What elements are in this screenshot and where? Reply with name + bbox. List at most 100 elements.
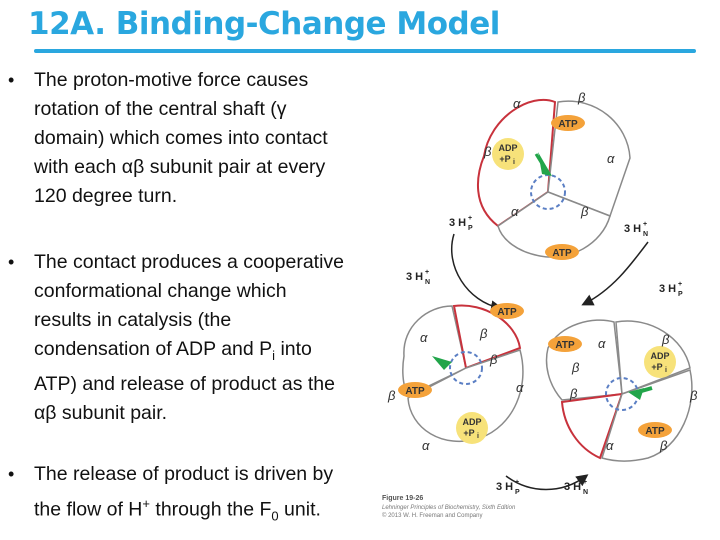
bullet-dot: • [8,464,15,484]
beta-label: β [577,90,586,105]
beta-label: β [479,326,488,341]
superscript-plus: + [142,496,150,511]
adp-label: ADP [462,417,481,427]
bullet-2-line-4-text: condensation of ADP and P [34,338,273,360]
proton-label-mid-right: 3 H + P [659,281,683,298]
proton-label-bottom-left: 3 H + P [496,479,520,496]
pi-label: +P [499,154,510,164]
beta-label: β [483,144,492,159]
subscript-0: 0 [271,508,279,524]
bullet-3-line-2-a: the flow of H [34,498,143,521]
title-underline [34,49,696,53]
alpha-label: α [607,151,615,166]
adp-label: ADP [498,143,517,153]
atp-label: ATP [405,386,425,397]
bottom-curved-arrow [505,474,589,491]
beta-label: β [387,388,396,403]
beta-label: β [489,352,498,367]
beta-label: β [580,204,589,219]
proton-label-top-left: 3 H + P [449,215,473,232]
green-arrow [538,152,552,176]
adp-badge [492,138,524,170]
bullet-3-line-2-c: unit. [278,498,321,521]
bullet-2-line-3: results in catalysis (the [34,309,232,331]
figure-caption-line-1: Lehninger Principles of Biochemistry, Si… [382,505,516,511]
right-lobe-a [545,319,623,401]
top-atp-synthase: ATP ADP +P i α β β α α β [476,90,631,258]
bullet-3-line-1: The release of product is driven by [34,463,334,485]
proton-label-bottom-right: 3 H + N [564,479,588,496]
beta-label: β [689,388,698,403]
bullet-dot: • [8,252,15,272]
adp-label: ADP [650,351,669,361]
figure-caption-title: Figure 19-26 [382,495,423,502]
bullet-3-line-2-b: through the F [149,498,272,521]
right-atp-synthase: ATP ATP ADP +P i α β β β β α β [545,319,698,462]
gamma-shaft [449,351,483,385]
proton-label-mid-left: 3 H + N [406,269,430,286]
proton-label-top-right: 3 H + N [624,221,648,238]
proton-sup: + [425,269,429,276]
subscript-i: i [272,347,276,363]
proton-sup: + [643,221,647,228]
beta-label: β [659,438,668,453]
atp-label: ATP [552,248,572,259]
proton-text: 3 H [624,223,641,235]
bullet-2-line-6: αβ subunit pair. [34,401,168,424]
bullet-2-line-5: ATP) and release of product as the [34,372,335,395]
alpha-label: α [606,438,614,453]
bullet-1-line-2: rotation of the central shaft (γ [34,98,287,120]
proton-sub: P [468,225,473,232]
proton-text: 3 H [496,481,513,493]
bullet-2-text: The contact produces a cooperative confo… [34,248,404,428]
alpha-label: α [598,336,606,351]
pi-subscript: i [513,159,515,166]
atp-badge [548,336,582,352]
bullet-1-line-5: 120 degree turn. [34,185,178,207]
proton-sub: N [425,279,430,286]
bullet-2-line-4-tail: into [275,338,312,360]
bullet-1-line-1: The proton-motive force causes [34,69,309,91]
bullet-3-text: The release of product is driven by the … [34,460,404,530]
bullet-2-line-1: The contact produces a cooperative [34,251,345,273]
atp-label: ATP [497,307,517,318]
pi-label: +P [651,362,662,372]
proton-text: 3 H [659,283,676,295]
atp-badge [638,422,672,438]
adp-badge [644,346,676,378]
proton-sup: + [515,479,519,486]
proton-sub: P [678,291,683,298]
adp-badge [456,412,488,444]
released-atp-badge [545,244,579,260]
left-atp-synthase: ATP ATP ADP +P i α β β α β α [387,303,524,453]
atp-badge [551,115,585,131]
proton-sub: P [515,489,520,496]
bullet-2-line-2: conformational change which [34,280,287,302]
pi-subscript: i [665,367,667,374]
pi-subscript: i [477,433,479,440]
beta-label: β [571,360,580,375]
bullet-2-line-4: condensation of ADP and Pi into [34,335,404,370]
proton-sub: N [583,489,588,496]
proton-sup: + [583,479,587,486]
bullet-dot: • [8,70,15,90]
atp-badge [490,303,524,319]
bullet-1-text: The proton-motive force causes rotation … [34,66,404,211]
proton-sup: + [678,281,682,288]
green-arrow [432,356,452,370]
binding-change-diagram: ATP ADP +P i α β β α α β ATP 3 H + P 3 H… [382,90,698,519]
alpha-label: α [516,380,524,395]
curved-arrow-right [581,241,649,306]
alpha-label: α [422,438,430,453]
proton-text: 3 H [449,217,466,229]
alpha-label: α [420,330,428,345]
right-lobe-c-red [560,392,624,460]
proton-text: 3 H [406,271,423,283]
alpha-label: α [513,96,521,111]
slide-title: 12A. Binding-Change Model [28,6,500,42]
beta-label: β [569,386,578,401]
alpha-label: α [511,204,519,219]
bullet-1-line-4: with each αβ subunit pair at every [34,156,326,178]
atp-label: ATP [645,426,665,437]
proton-sup: + [468,215,472,222]
